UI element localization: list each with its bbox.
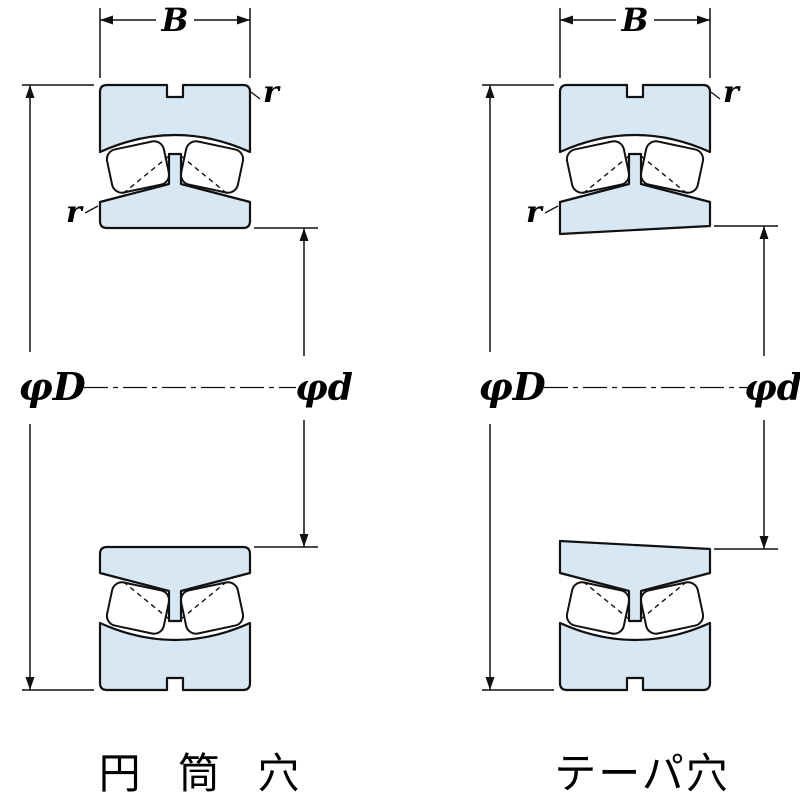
arrowhead-right — [697, 15, 710, 25]
r-leader-inner-left — [544, 205, 559, 214]
right-bearing-tapered: B φD φd r r テーパ穴 — [478, 1, 800, 798]
dimension-B-right: B — [559, 1, 711, 78]
arrowhead-right — [237, 15, 250, 25]
dimension-phid-right: φd — [714, 225, 800, 550]
dimension-phiD-left: φD — [18, 84, 94, 691]
label-bore-diameter: φd — [295, 367, 353, 409]
label-chamfer-inner-left: r — [526, 195, 544, 230]
label-width-B: B — [620, 1, 648, 39]
arrowhead-up — [25, 85, 35, 98]
r-leader-top-right — [710, 91, 721, 100]
extension-line — [482, 84, 554, 691]
caption-cylindrical-bore: 円 筒 穴 — [99, 749, 312, 798]
arrowhead-up — [759, 226, 769, 239]
label-chamfer-top-right: r — [263, 75, 281, 110]
arrowhead-down — [485, 677, 495, 690]
arrowhead-up — [485, 85, 495, 98]
arrowhead-left — [100, 15, 113, 25]
extension-line — [714, 225, 778, 550]
arrowhead-down — [759, 536, 769, 549]
label-width-B: B — [160, 1, 188, 39]
extension-line — [254, 227, 318, 548]
arrowhead-up — [299, 228, 309, 241]
dimension-B-left: B — [99, 1, 251, 78]
chamfer-labels-right: r r — [526, 75, 741, 230]
left-bearing-cylindrical: B φD φd r r 円 筒 穴 — [18, 1, 353, 798]
caption-tapered-bore: テーパ穴 — [554, 749, 730, 798]
arrowhead-down — [299, 534, 309, 547]
label-outer-diameter: φD — [18, 364, 85, 409]
extension-line — [22, 84, 94, 691]
dimension-phid-left: φd — [254, 227, 353, 548]
label-chamfer-inner-left: r — [66, 195, 84, 230]
label-chamfer-top-right: r — [723, 75, 741, 110]
label-outer-diameter: φD — [478, 364, 545, 409]
label-bore-diameter: φd — [744, 367, 800, 409]
arrowhead-left — [560, 15, 573, 25]
arrowhead-down — [25, 677, 35, 690]
r-leader-top-right — [250, 91, 261, 100]
dimension-phiD-right: φD — [478, 84, 554, 691]
chamfer-labels-left: r r — [66, 75, 281, 230]
r-leader-inner-left — [84, 205, 99, 214]
